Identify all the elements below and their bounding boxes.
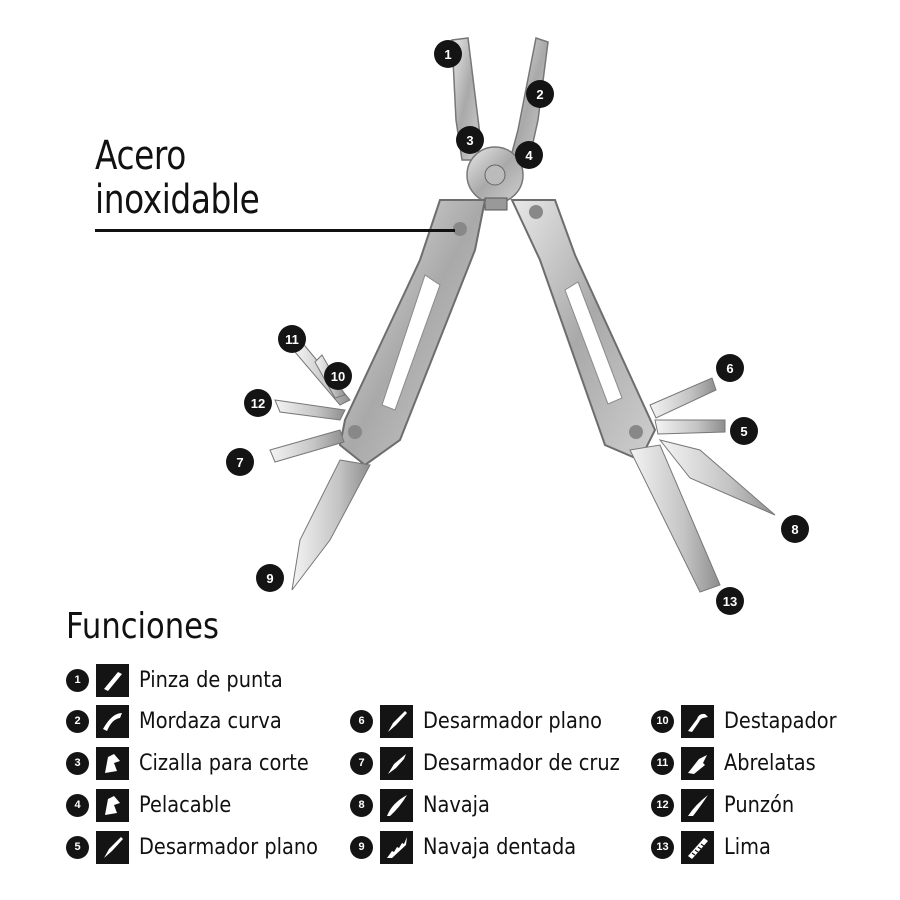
- bottle-opener-icon: [681, 704, 714, 738]
- legend-item-8: 8 Navaja: [350, 787, 499, 823]
- legend-item-13: 13 Lima: [651, 829, 777, 865]
- callout-line-1: Acero: [95, 133, 186, 179]
- wire-stripper-icon: [96, 788, 129, 822]
- marker-3: 3: [456, 126, 484, 154]
- legend-item-9: 9 Navaja dentada: [350, 829, 597, 865]
- multitool-drawing: [269, 37, 776, 593]
- marker-11: 11: [278, 325, 306, 353]
- flat-screwdriver-6: [649, 377, 717, 419]
- material-callout: Acero inoxidable: [95, 133, 260, 223]
- phillips-screwdriver-icon: [380, 746, 413, 780]
- legend-item-1: 1 Pinza de punta: [66, 662, 302, 698]
- legend-number: 4: [66, 793, 89, 817]
- legend-number: 9: [350, 835, 373, 859]
- marker-6: 6: [716, 354, 744, 382]
- legend-item-4: 4 Pelacable: [66, 787, 244, 823]
- legend-item-12: 12 Punzón: [651, 787, 804, 823]
- marker-10: 10: [324, 362, 352, 390]
- callout-pointer-line: [95, 229, 455, 232]
- legend-number: 2: [66, 709, 89, 733]
- functions-title: Funciones: [66, 606, 219, 647]
- file-tool: [629, 444, 721, 593]
- needle-nose-pliers-icon: [96, 663, 129, 697]
- can-opener-icon: [681, 746, 714, 780]
- serrated-blade: [291, 459, 371, 591]
- legend-label: Pinza de punta: [139, 667, 283, 693]
- legend-number: 7: [350, 751, 373, 775]
- marker-5: 5: [730, 417, 758, 445]
- marker-2: 2: [526, 80, 554, 108]
- knife-blade: [658, 439, 776, 516]
- wire-cutter-icon: [96, 746, 129, 780]
- legend-item-10: 10 Destapador: [651, 703, 852, 739]
- legend-number: 1: [66, 668, 89, 692]
- curved-jaw-icon: [96, 704, 129, 738]
- legend-item-5: 5 Desarmador plano: [66, 829, 342, 865]
- marker-8: 8: [781, 515, 809, 543]
- spring: [484, 197, 508, 211]
- legend-label: Mordaza curva: [139, 708, 282, 734]
- legend-label: Cizalla para corte: [139, 750, 309, 776]
- awl-icon: [681, 788, 714, 822]
- legend-label: Desarmador plano: [139, 834, 319, 860]
- legend-label: Destapador: [724, 708, 837, 734]
- legend-item-11: 11 Abrelatas: [651, 745, 828, 781]
- legend-label: Desarmador plano: [423, 708, 603, 734]
- legend-number: 6: [350, 709, 373, 733]
- marker-1: 1: [434, 40, 462, 68]
- legend-label: Punzón: [724, 792, 795, 818]
- legend-number: 8: [350, 793, 373, 817]
- knife-blade-icon: [380, 788, 413, 822]
- flat-screwdriver-5: [654, 419, 726, 435]
- legend-number: 3: [66, 751, 89, 775]
- marker-13: 13: [716, 587, 744, 615]
- legend-number: 12: [651, 793, 674, 817]
- legend-label: Desarmador de cruz: [423, 750, 620, 776]
- legend-label: Lima: [724, 834, 771, 860]
- legend-number: 10: [651, 709, 674, 733]
- legend-item-6: 6 Desarmador plano: [350, 703, 626, 739]
- legend-number: 11: [651, 751, 674, 775]
- serrated-blade-icon: [380, 830, 413, 864]
- flat-screwdriver-icon: [380, 704, 413, 738]
- legend-item-7: 7 Desarmador de cruz: [350, 745, 647, 781]
- file-icon: [681, 830, 714, 864]
- callout-line-2: inoxidable: [95, 177, 260, 223]
- awl: [274, 399, 346, 421]
- marker-4: 4: [515, 141, 543, 169]
- marker-7: 7: [226, 448, 254, 476]
- multitool-illustration: Acero inoxidable 1 2 3 4 5 6 7 8 9 10 11…: [95, 37, 809, 615]
- screwdriver-cross: [269, 429, 345, 463]
- legend-label: Abrelatas: [724, 750, 816, 776]
- legend-item-2: 2 Mordaza curva: [66, 703, 301, 739]
- legend-number: 13: [651, 835, 674, 859]
- flat-screwdriver-icon: [96, 830, 129, 864]
- marker-12: 12: [244, 389, 272, 417]
- legend-number: 5: [66, 835, 89, 859]
- legend-label: Navaja: [423, 792, 490, 818]
- legend-label: Pelacable: [139, 792, 232, 818]
- legend-label: Navaja dentada: [423, 834, 577, 860]
- marker-9: 9: [256, 564, 284, 592]
- legend-item-3: 3 Cizalla para corte: [66, 745, 332, 781]
